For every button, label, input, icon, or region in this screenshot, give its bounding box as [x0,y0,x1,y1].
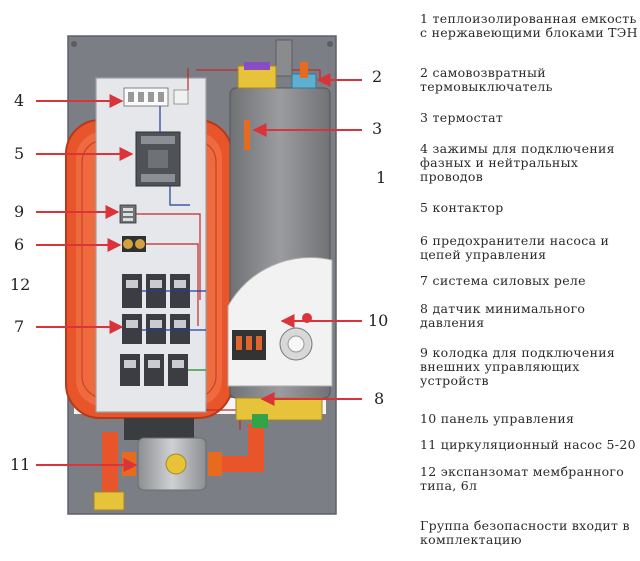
terminal-block [123,87,189,107]
callout-11: 11 [10,455,30,474]
external-control-terminal [119,204,137,224]
legend-item-10: 10 панель управления [420,411,575,426]
callout-6: 6 [14,235,24,254]
callout-8: 8 [374,389,384,408]
callout-10: 10 [368,311,388,330]
legend-item-12: 12 экспанзомат мембранного типа, 6л [420,464,625,493]
callout-4: 4 [14,91,24,110]
legend-item-11: 11 циркуляционный насос 5-20 [420,437,636,452]
fuses [122,236,146,252]
callout-5: 5 [14,144,24,163]
legend-item-1: 1 теплоизолированная емкость с нержавеющ… [420,11,638,40]
callout-7: 7 [14,317,24,336]
callout-1: 1 [376,168,386,187]
relay-system [120,274,190,386]
callout-12: 12 [10,275,30,294]
callout-3: 3 [372,119,382,138]
callout-numbers: 4 5 9 6 12 7 11 2 3 1 10 8 [10,67,388,474]
legend-item-8: 8 датчик минимального давления [420,301,586,330]
legend-item-7: 7 система силовых реле [420,273,586,288]
legend-item-4: 4 зажимы для подключения фазных и нейтра… [420,141,615,184]
callout-2: 2 [372,67,382,86]
legend-item-3: 3 термостат [420,110,504,125]
callout-arrows [36,73,362,472]
control-panel [227,256,333,387]
legend-item-2: 2 самовозвратный термовыключатель [420,65,553,94]
callout-9: 9 [14,202,24,221]
heating-tank [227,39,333,421]
legend-item-9: 9 колодка для подключения внешних управл… [420,345,616,388]
legend: 1 теплоизолированная емкость с нержавеющ… [404,0,640,561]
contactor [135,131,181,187]
electrical-panel [95,68,321,430]
legend-item-5: 5 контактор [420,200,504,215]
legend-item-6: 6 предохранители насоса и цепей управлен… [420,233,610,262]
legend-note: Группа безопасности входит в комплектаци… [420,518,630,547]
